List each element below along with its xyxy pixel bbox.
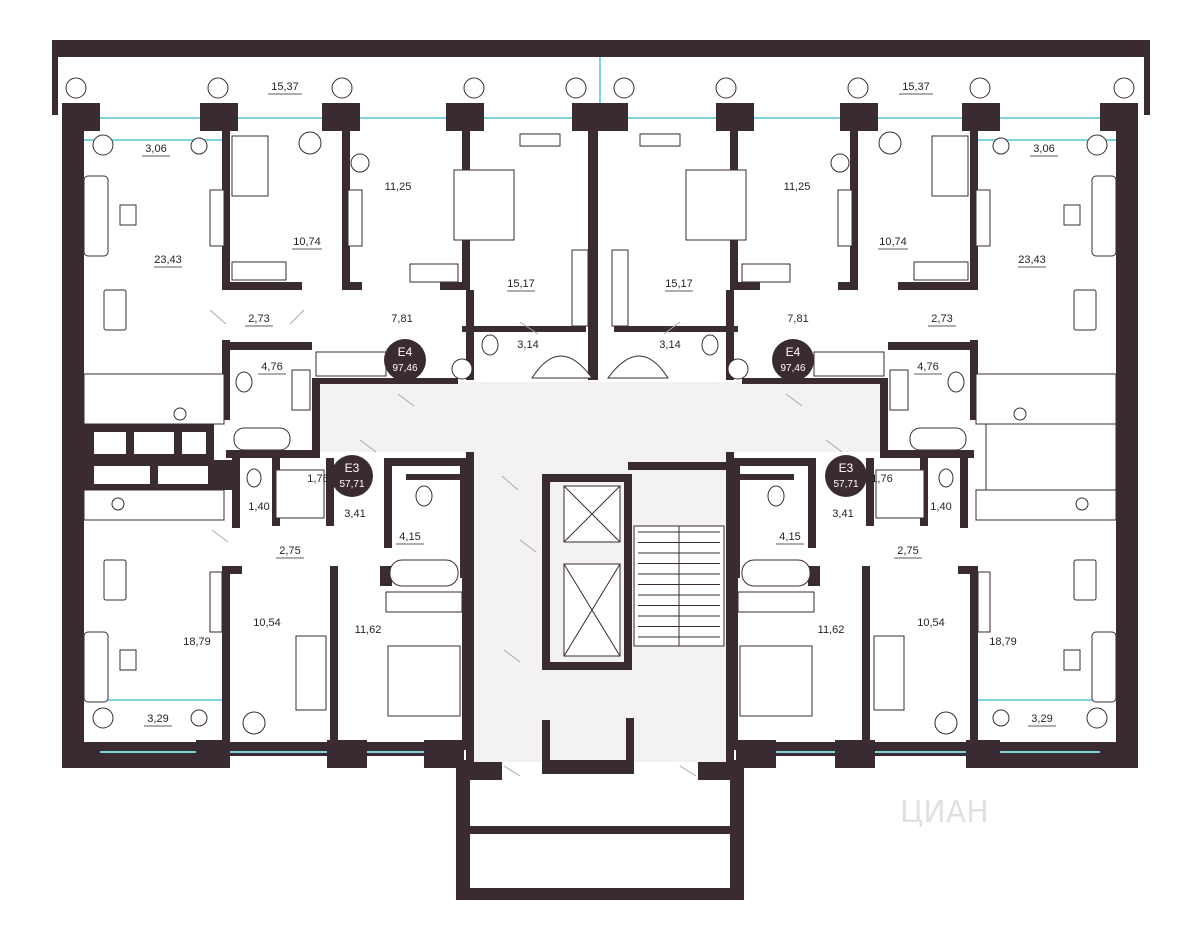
area-loggia-bl: 3,29 xyxy=(147,713,168,725)
room-labels: 15,37 15,37 3,06 3,06 10,74 11,25 11,25 … xyxy=(145,81,1054,725)
area-wc-br: 1,40 xyxy=(930,501,951,513)
area-living-tr: 23,43 xyxy=(1018,254,1046,266)
area-hall-br: 2,75 xyxy=(897,545,918,557)
area-bed-tr-b: 11,25 xyxy=(784,181,811,193)
area-bath-bl: 4,15 xyxy=(399,531,420,543)
area-closet-bl: 1,76 xyxy=(307,473,328,485)
area-bed-br-b: 11,62 xyxy=(818,624,845,636)
staircase xyxy=(633,525,725,647)
area-living-bl: 18,79 xyxy=(183,636,211,648)
area-bed-tl-b: 11,25 xyxy=(385,181,412,193)
area-bed-tl-a: 10,74 xyxy=(293,236,321,248)
area-hall-tr: 2,73 xyxy=(931,313,952,325)
area-corr-tl: 7,81 xyxy=(391,313,412,325)
area-balcony-top-left: 15,37 xyxy=(271,81,299,93)
area-bath-tc-l: 3,14 xyxy=(517,339,538,351)
apt-area-left-bottom: 57,71 xyxy=(339,479,364,490)
furniture-left xyxy=(83,131,593,735)
area-bed-bl-b: 11,62 xyxy=(355,624,382,636)
elevator-shafts xyxy=(563,485,621,657)
area-corr-bl: 3,41 xyxy=(344,508,365,520)
area-loggia-br: 3,29 xyxy=(1031,713,1052,725)
area-living-tl: 23,43 xyxy=(154,254,182,266)
apt-type-right-top: E4 xyxy=(786,345,801,359)
apt-area-right-bottom: 57,71 xyxy=(833,479,858,490)
area-bath-tr: 4,76 xyxy=(917,361,938,373)
balcony-plants xyxy=(65,77,1135,727)
area-bath-tc-r: 3,14 xyxy=(659,339,680,351)
area-balcony-top-right: 15,37 xyxy=(902,81,930,93)
area-hall-bl: 2,75 xyxy=(279,545,300,557)
apartment-badge-right-bottom: E3 57,71 xyxy=(825,455,867,497)
area-loggia-tl: 3,06 xyxy=(145,143,166,155)
area-closet-br: 1,76 xyxy=(871,473,892,485)
apt-type-right-bottom: E3 xyxy=(839,461,854,475)
area-bed-bl-a: 10,54 xyxy=(253,617,281,629)
area-bed-tc-l: 15,17 xyxy=(507,278,535,290)
apt-type-left-top: E4 xyxy=(398,345,413,359)
apt-type-left-bottom: E3 xyxy=(345,461,360,475)
apt-area-left-top: 97,46 xyxy=(392,363,417,374)
apartment-badge-right-top: E4 97,46 xyxy=(772,339,814,381)
door-swings xyxy=(209,309,843,777)
area-corr-tr: 7,81 xyxy=(787,313,808,325)
partitions-left xyxy=(84,130,598,750)
outer-walls xyxy=(52,40,1150,900)
area-bed-tc-r: 15,17 xyxy=(665,278,693,290)
apartment-badge-left-top: E4 97,46 xyxy=(384,339,426,381)
area-wc-bl: 1,40 xyxy=(248,501,269,513)
area-bed-br-a: 10,54 xyxy=(917,617,945,629)
label-underlines xyxy=(142,93,1058,727)
apt-area-right-top: 97,46 xyxy=(780,363,805,374)
apartment-badge-left-bottom: E3 57,71 xyxy=(331,455,373,497)
watermark-logo: ЦИАН xyxy=(900,795,989,830)
area-bath-br: 4,15 xyxy=(779,531,800,543)
area-bath-tl: 4,76 xyxy=(261,361,282,373)
area-loggia-tr: 3,06 xyxy=(1033,143,1054,155)
area-living-br: 18,79 xyxy=(989,636,1017,648)
area-corr-br: 3,41 xyxy=(832,508,853,520)
area-bed-tr-a: 10,74 xyxy=(879,236,907,248)
area-hall-tl: 2,73 xyxy=(248,313,269,325)
